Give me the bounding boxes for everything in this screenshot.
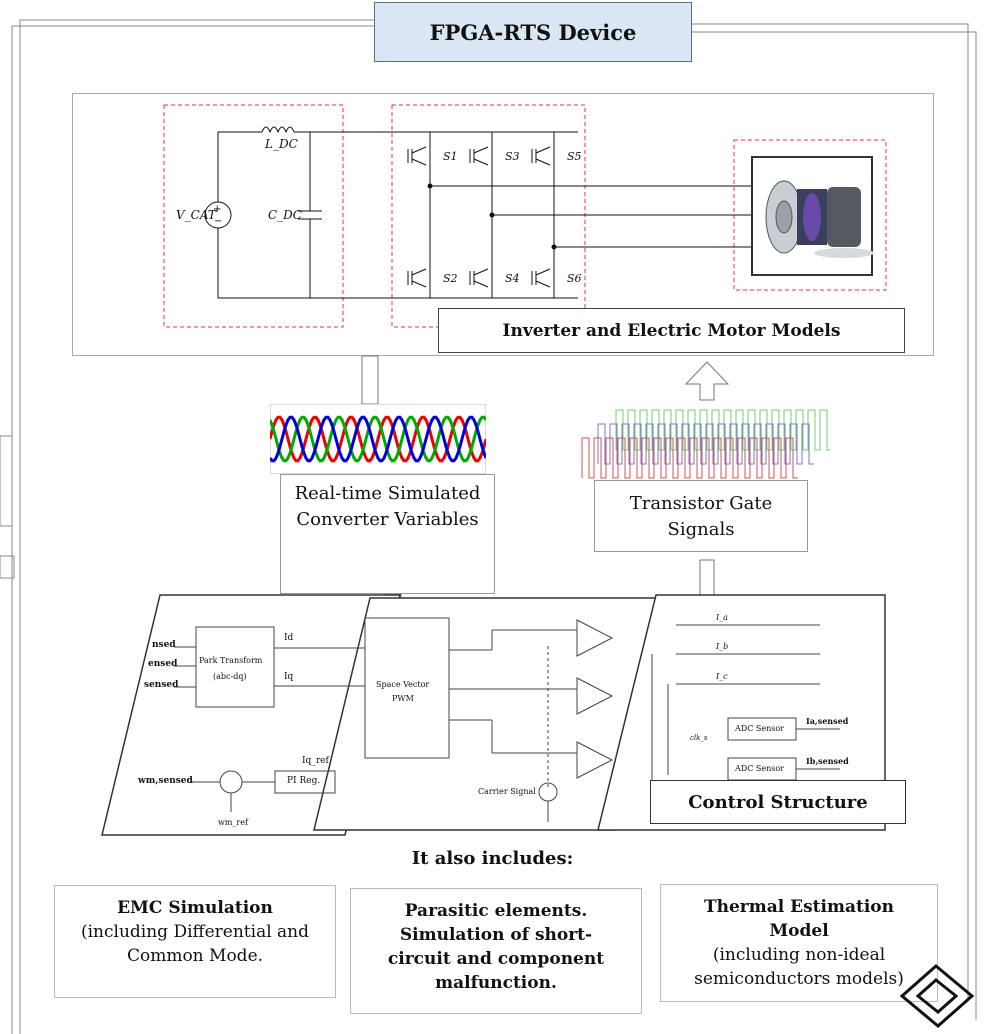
current-c-label: I_c (716, 672, 728, 681)
id-label: Id (284, 633, 294, 643)
svpwm-label: Space Vector (376, 680, 430, 689)
switch-s6: S6 (567, 272, 582, 285)
current-a-label: I_a (716, 613, 728, 622)
iq-ref-label: Iq_ref (302, 756, 329, 766)
svpwm-sub: PWM (392, 694, 414, 703)
pi-reg-label: PI Reg. (287, 776, 321, 786)
capacitor-label: C_DC (268, 208, 302, 222)
control-structure-label-box: Control Structure (650, 780, 906, 824)
svg-text:−: − (214, 216, 222, 227)
adc-sensor-label-1: ADC Sensor (735, 724, 784, 733)
also-includes-heading: It also includes: (411, 848, 574, 869)
title-box: FPGA-RTS Device (374, 2, 692, 62)
emc-title: EMC Simulation (117, 898, 273, 918)
gate-signals-label: Transistor Gate Signals (629, 493, 773, 540)
park-transform-label: Park Transform (199, 656, 263, 665)
three-phase-waveform (270, 404, 486, 474)
ib-sensed-label: Ib,sensed (806, 756, 849, 766)
current-b-label: I_b (716, 642, 729, 651)
input-b-label: ensed (148, 659, 178, 669)
ia-sensed-label: Ia,sensed (806, 716, 849, 726)
switch-s2: S2 (443, 272, 458, 285)
page-title: FPGA-RTS Device (429, 19, 637, 45)
inverter-motor-label: Inverter and Electric Motor Models (502, 320, 841, 341)
clk-label: clk_s (690, 734, 708, 742)
switch-s3: S3 (505, 150, 520, 163)
switch-s1: S1 (443, 150, 458, 163)
input-c-label: sensed (144, 680, 179, 690)
emc-feature-box: EMC Simulation (including Differential a… (54, 885, 336, 998)
parasitic-feature-box: Parasitic elements. Simulation of short-… (350, 888, 642, 1014)
speed-input-label: wm,sensed (138, 776, 193, 786)
parasitic-text: Parasitic elements. Simulation of short-… (387, 901, 605, 993)
svg-text:+: + (213, 204, 221, 215)
adc-sensor-label-2: ADC Sensor (735, 764, 784, 773)
thermal-desc: (including non-ideal semiconductors mode… (694, 945, 904, 989)
switch-s4: S4 (505, 272, 520, 285)
input-a-label: nsed (152, 640, 176, 650)
emc-desc: (including Differential and Common Mode. (80, 922, 310, 966)
switch-s5: S5 (567, 150, 582, 163)
gate-signals-box: Transistor Gate Signals (594, 480, 808, 552)
park-transform-sub: (abc-dq) (213, 672, 247, 681)
power-stage-circuit: + − (163, 104, 887, 328)
gate-signals-image (581, 409, 830, 479)
source-label: V_CAT (176, 208, 216, 222)
inverter-motor-label-box: Inverter and Electric Motor Models (438, 308, 905, 353)
carrier-label: Carrier Signal (478, 787, 536, 796)
inductor-label: L_DC (265, 137, 298, 151)
thermal-title: Thermal Estimation Model (703, 897, 894, 941)
simulated-variables-box: Real-time Simulated Converter Variables (280, 474, 495, 594)
simulated-variables-label: Real-time Simulated Converter Variables (294, 483, 481, 530)
corner-logo (899, 964, 975, 1028)
speed-ref-label: wm_ref (218, 818, 248, 827)
thermal-feature-box: Thermal Estimation Model (including non-… (660, 884, 938, 1002)
control-structure-label: Control Structure (688, 791, 868, 813)
iq-label: Iq (284, 672, 294, 682)
